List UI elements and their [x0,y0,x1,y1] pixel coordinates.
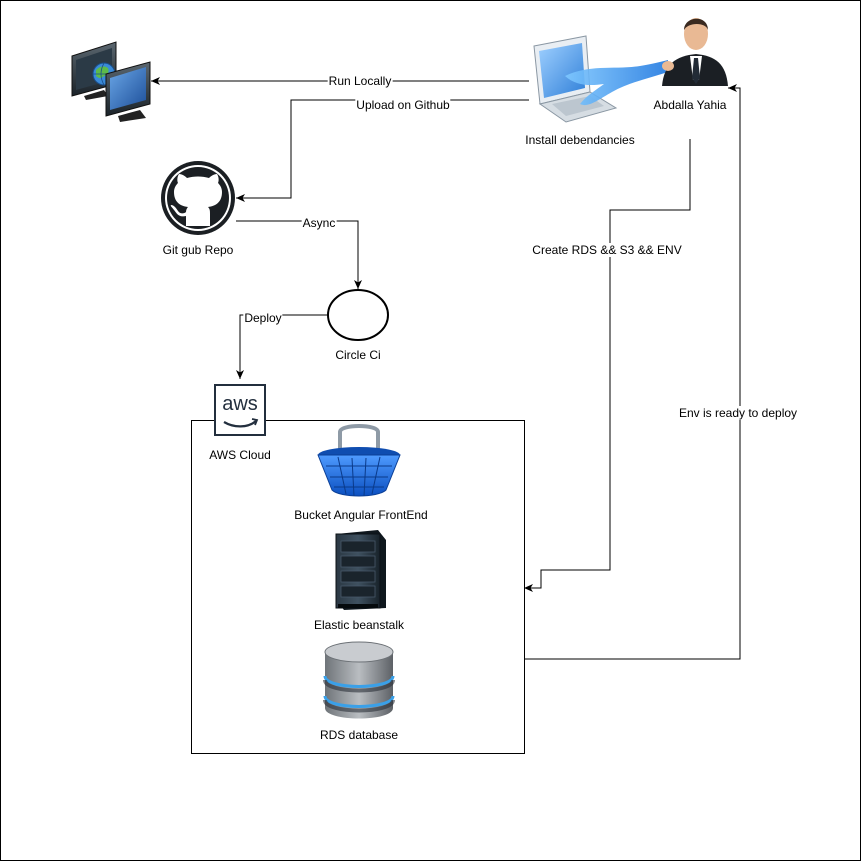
aws-cloud-label: AWS Cloud [209,448,271,462]
edge-label-run-locally: Run Locally [327,74,393,88]
edge-env-ready [524,84,741,660]
edge-deploy [236,314,328,379]
github-icon [161,161,235,235]
computer-monitors-icon [71,41,151,122]
database-icon [323,641,395,719]
edge-label-upload-github: Upload on Github [355,98,451,112]
edge-label-create-rds: Create RDS && S3 && ENV [531,243,683,257]
user-avatar-icon [662,18,728,86]
server-rack-icon [335,530,386,610]
edge-label-async: Async [301,216,337,230]
edge-create-rds [524,139,691,592]
aws-logo-text: aws [222,393,258,415]
aws-logo-icon [214,384,266,436]
circle-ci-node[interactable] [327,289,389,341]
laptop-label: Install debendancies [525,133,635,147]
github-label: Git gub Repo [162,243,234,257]
bucket-label: Bucket Angular FrontEnd [294,508,428,522]
edge-upload-github [236,99,529,202]
user-label: Abdalla Yahia [653,98,727,112]
edge-async [236,220,362,289]
edge-label-deploy: Deploy [243,311,283,325]
data-stream-icon [565,60,668,106]
circle-ci-label: Circle Ci [335,348,381,362]
rds-label: RDS database [319,728,399,742]
bucket-icon [317,424,401,497]
edge-label-env-ready: Env is ready to deploy [677,406,799,420]
beanstalk-label: Elastic beanstalk [313,618,405,632]
